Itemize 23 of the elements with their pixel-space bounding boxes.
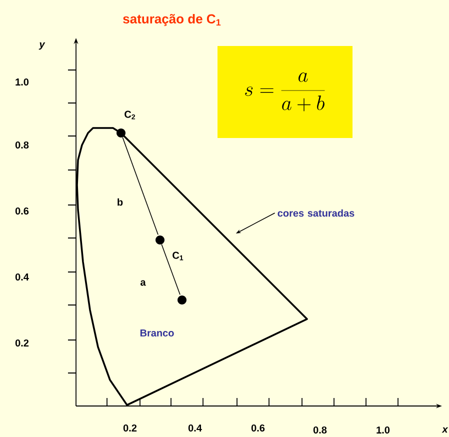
point-label: C$_{2}$ bbox=[124, 110, 136, 120]
point-label: Branco bbox=[140, 330, 174, 336]
tick-label: 0.6 bbox=[251, 424, 265, 432]
axis-label: x bbox=[442, 427, 448, 433]
formula-box: $s = \frac{a}{a+b}$ bbox=[218, 46, 352, 138]
tick-label: 0.8 bbox=[15, 141, 29, 149]
tick-label: 0.2 bbox=[123, 424, 137, 432]
point-dot bbox=[178, 296, 186, 304]
title: saturação de C$_{1}$ bbox=[123, 14, 221, 26]
tick-label: 0.6 bbox=[15, 207, 29, 215]
tick-label: 0.2 bbox=[15, 339, 29, 347]
tick-label: 0.8 bbox=[313, 426, 327, 434]
point-dot bbox=[116, 128, 126, 138]
tick-label: 0.4 bbox=[188, 424, 202, 432]
tick-label: 1.0 bbox=[376, 426, 390, 434]
tick-label: 0.4 bbox=[15, 273, 29, 281]
annotation-text: cores saturadas bbox=[278, 209, 354, 217]
line bbox=[161, 244, 180, 296]
tick-label: 1.0 bbox=[16, 78, 29, 86]
line bbox=[122, 137, 158, 236]
point-label: C$_{1}$ bbox=[172, 252, 184, 260]
point-dot bbox=[156, 236, 164, 244]
axis-label: y bbox=[38, 42, 46, 50]
